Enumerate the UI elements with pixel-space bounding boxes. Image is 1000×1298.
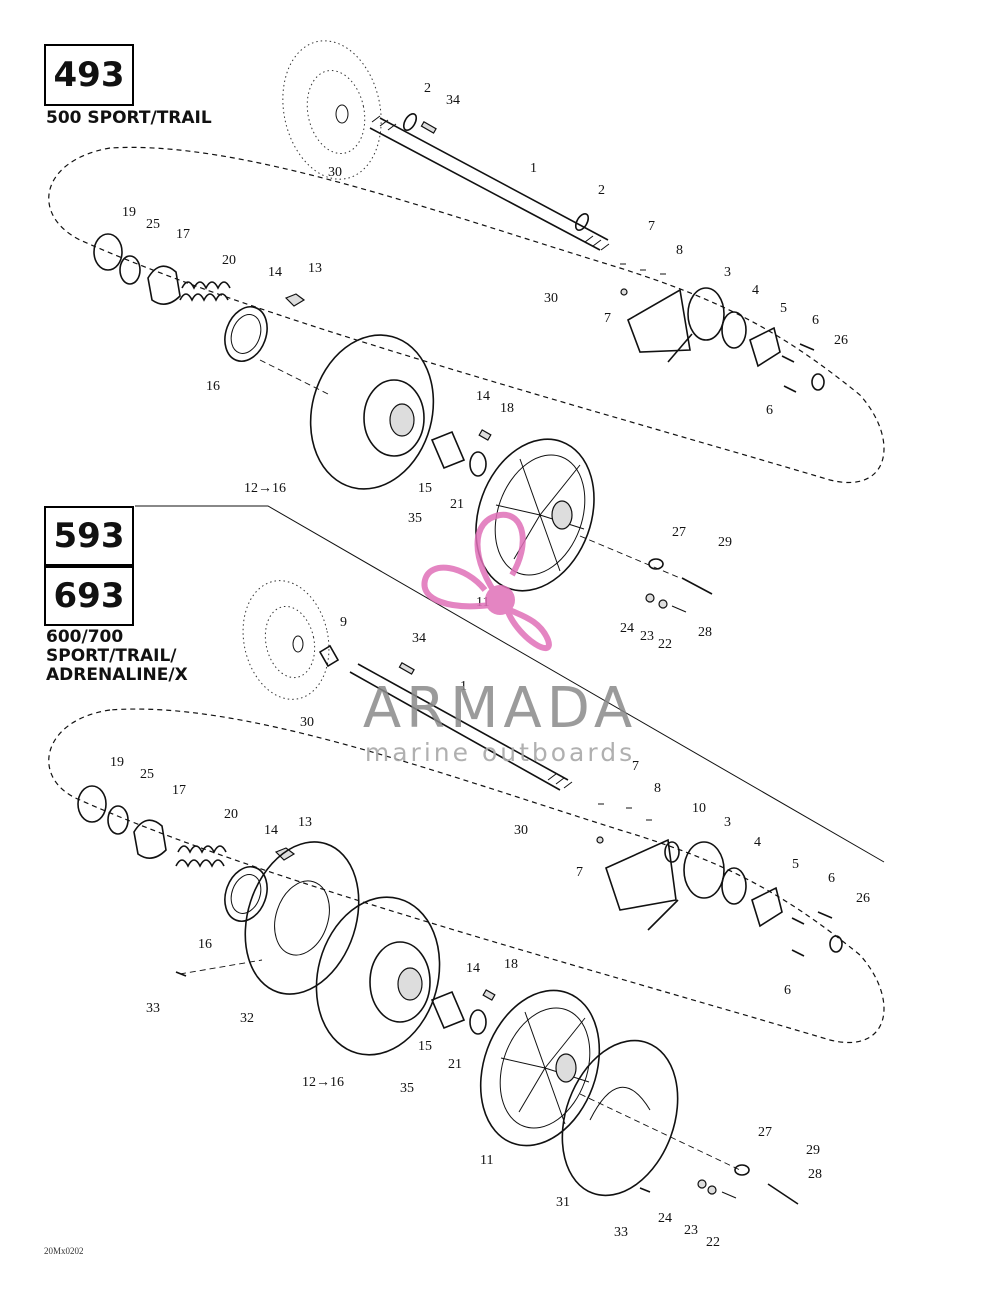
callout: 33	[614, 1225, 628, 1240]
callout: 24	[620, 621, 634, 636]
callout: 6	[766, 403, 773, 418]
callout: 14	[476, 389, 490, 404]
callout: 28	[698, 625, 712, 640]
callout: 29	[718, 535, 732, 550]
callout: 18	[504, 957, 518, 972]
callout: 15	[418, 481, 432, 496]
callout: 21	[448, 1057, 462, 1072]
callout: 1	[530, 161, 537, 176]
callout: 31	[556, 1195, 570, 1210]
callout: 18	[500, 401, 514, 416]
callout: 11	[480, 1153, 493, 1168]
callout: 20	[222, 253, 236, 268]
bottom-assembly	[48, 580, 885, 1205]
model-493-description: 500 SPORT/TRAIL	[46, 108, 212, 128]
callout: 7	[576, 865, 583, 880]
callout: 25	[140, 767, 154, 782]
callout: 16	[198, 937, 212, 952]
callout: 8	[654, 781, 661, 796]
callout: 19	[122, 205, 136, 220]
callout: 6	[828, 871, 835, 886]
callouts-top: 2 34 30 1 2 7 8 30 7 3 4 5 6 26 6 19 25 …	[122, 81, 848, 652]
callout: 30	[300, 715, 314, 730]
callout: 27	[672, 525, 686, 540]
callout: 30	[514, 823, 528, 838]
callout: 17	[172, 783, 186, 798]
callout: 34	[412, 631, 426, 646]
callout: 34	[446, 93, 460, 108]
callout: 3	[724, 815, 731, 830]
watermark-tagline: marine outboards	[364, 738, 636, 767]
callout: 14	[466, 961, 480, 976]
callout: 1	[460, 679, 467, 694]
callout: 16	[206, 379, 220, 394]
model-493-box: 493	[44, 44, 134, 106]
callout: 27	[758, 1125, 772, 1140]
model-desc-line: ADRENALINE/X	[46, 665, 188, 685]
callout: 24	[658, 1211, 672, 1226]
callout: 9	[340, 615, 347, 630]
watermark-brand: ARMADA	[362, 676, 638, 741]
callout: 33	[146, 1001, 160, 1016]
callout: 25	[146, 217, 160, 232]
model-desc-line: 600/700	[46, 627, 124, 647]
callout: 14	[264, 823, 278, 838]
callout: 12→16	[302, 1075, 344, 1090]
callout: 7	[648, 219, 655, 234]
callout: 13	[298, 815, 312, 830]
callout: 30	[328, 165, 342, 180]
callout: 15	[418, 1039, 432, 1054]
callouts-bottom: 9 34 30 1 7 8 30 10 3 7 4 5 6 26 6 19 25…	[110, 615, 870, 1250]
callout: 6	[784, 983, 791, 998]
model-693-box: 693	[44, 566, 134, 626]
callout: 6	[812, 313, 819, 328]
model-desc-line: SPORT/TRAIL/	[46, 646, 177, 666]
model-693-description: 600/700 SPORT/TRAIL/ ADRENALINE/X	[46, 628, 188, 685]
callout: 10	[692, 801, 706, 816]
callout: 20	[224, 807, 238, 822]
callout: 30	[544, 291, 558, 306]
callout: 29	[806, 1143, 820, 1158]
model-593-box: 593	[44, 506, 134, 566]
callout: 22	[706, 1235, 720, 1250]
callout: 23	[684, 1223, 698, 1238]
callout: 3	[724, 265, 731, 280]
callout: 35	[400, 1081, 414, 1096]
callout: 2	[598, 183, 605, 198]
callout: 19	[110, 755, 124, 770]
callout: 14	[268, 265, 282, 280]
callout: 23	[640, 629, 654, 644]
callout: 26	[856, 891, 870, 906]
callout: 17	[176, 227, 190, 242]
callout: 22	[658, 637, 672, 652]
callout: 7	[604, 311, 611, 326]
callout: 8	[676, 243, 683, 258]
armada-logo-icon	[421, 511, 552, 652]
callout: 5	[792, 857, 799, 872]
callout: 35	[408, 511, 422, 526]
callout: 21	[450, 497, 464, 512]
reference-code: 20Mx0202	[44, 1246, 84, 1256]
callout: 28	[808, 1167, 822, 1182]
callout: 7	[632, 759, 639, 774]
section-divider	[135, 505, 885, 863]
callout: 2	[424, 81, 431, 96]
callout: 26	[834, 333, 848, 348]
callout: 4	[754, 835, 761, 850]
callout: 13	[308, 261, 322, 276]
callout: 5	[780, 301, 787, 316]
callout: 12→16	[244, 481, 286, 496]
callout: 4	[752, 283, 759, 298]
callout: 32	[240, 1011, 254, 1026]
